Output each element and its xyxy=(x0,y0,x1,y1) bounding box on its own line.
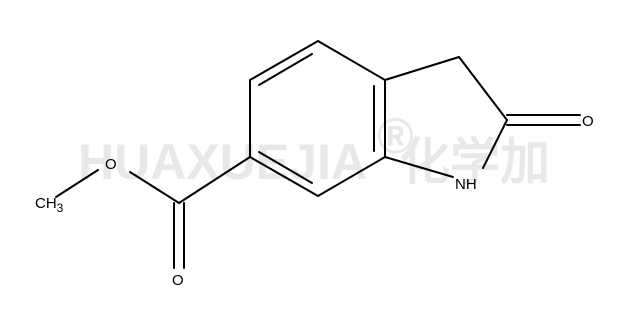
bond-c2-n1 xyxy=(482,119,508,169)
bond-o-methyl xyxy=(55,169,99,198)
bond-c3a-c4 xyxy=(317,40,386,81)
atom-label-ring-oxygen: O xyxy=(582,113,594,130)
bond-c3-c2 xyxy=(458,56,508,121)
watermark-registered: ® xyxy=(377,108,414,164)
bond-c5-c4 xyxy=(249,40,319,81)
bond-c6-ester-c xyxy=(178,156,251,204)
benzene-ring xyxy=(249,40,386,197)
methyl-ch: CH xyxy=(35,195,57,212)
watermark: HUAXUEJIA ® 化学加 xyxy=(78,108,550,190)
atom-label-carbonyl-oxygen: O xyxy=(172,272,184,289)
atom-label-ester-oxygen: O xyxy=(105,156,117,173)
atom-label-nh: NH xyxy=(455,176,477,193)
bond-c7a-c7 xyxy=(317,156,386,197)
methyl-ester xyxy=(55,156,251,269)
watermark-text: HUAXUEJIA xyxy=(78,134,367,190)
watermark-cn: 化学加 xyxy=(400,134,550,190)
atom-label-methyl: CH3 xyxy=(35,195,64,215)
methyl-subscript: 3 xyxy=(57,201,64,215)
bond-c5-c4-inner xyxy=(258,53,313,86)
bond-c7-c6 xyxy=(249,156,319,197)
bond-n1-c7a xyxy=(384,156,454,178)
bond-c7-c6-inner xyxy=(258,151,313,184)
bond-c3a-c3 xyxy=(384,56,460,81)
bond-ester-c-o xyxy=(129,171,180,204)
lactam-ring xyxy=(384,56,581,178)
